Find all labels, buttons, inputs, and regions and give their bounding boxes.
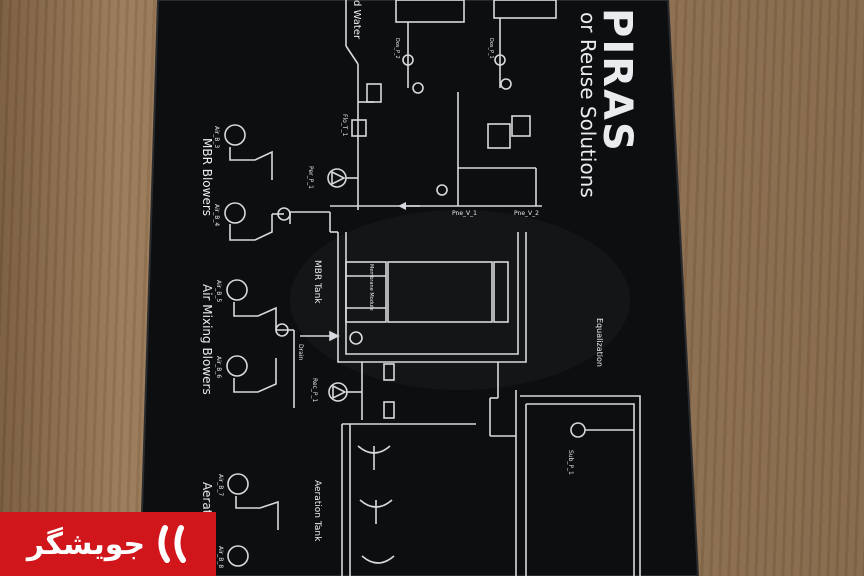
per-p-1-label: Per_P_1 [307,166,314,189]
air-b-6-label: Air_B_6 [215,356,222,379]
dos-p-1-label: Dos_P_1 [488,38,494,59]
equalization-label: Equalization [595,318,604,367]
flo-t-1-label: Flo_T_1 [341,114,348,137]
air-b-8-label: Air_B_8 [217,546,224,569]
aeration-tank-label: Aeration Tank [312,480,322,542]
watermark-text: جویشگر [26,526,146,562]
watermark-icon [158,525,187,563]
pne-v-1-label: Pne_V_1 [452,210,477,217]
air-b-3-label: Air_B_3 [213,126,220,149]
rec-p-1-label: Rec_P_1 [311,378,318,403]
mbr-blowers-label: MBR Blowers [200,138,214,217]
air-b-7-label: Air_B_7 [217,474,224,497]
drain-label: Drain [297,344,304,361]
membrane-label: Membrane Module [368,264,374,311]
air-b-4-label: Air_B_4 [213,204,220,227]
mbr-tank-label: MBR Tank [312,260,322,304]
air-b-5-label: Air_B_5 [215,280,222,303]
dos-p-2-label: Dos_P_2 [394,38,400,59]
sub-p-1-label: Sub_P_1 [567,450,574,475]
pne-v-2-label: Pne_V_2 [514,210,539,217]
watermark-logo: جویشگر [0,512,216,576]
tagline-text: or Reuse Solutions [576,12,600,198]
water-label: d Water [351,0,362,40]
air-mixing-blowers-label: Air Mixing Blowers [200,284,214,395]
brand-text: PIRAS [594,8,640,153]
